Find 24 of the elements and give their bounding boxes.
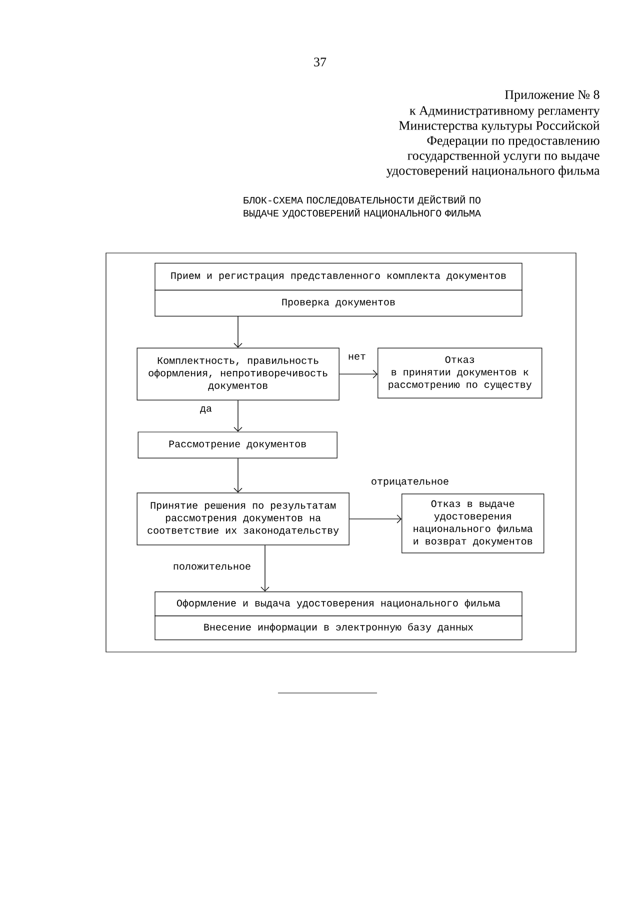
arrow [234, 316, 242, 348]
edge-label: положительное [172, 563, 252, 571]
process-box: Внесение информации в электронную базу данных [154, 616, 522, 640]
diagram-title: БЛОК-СХЕМА ПОСЛЕДОВАТЕЛЬНОСТИ ДЕЙСТВИЙ ПО ВЫДАЧЕ УДОСТОВЕРЕНИЙ НАЦИОНАЛЬНОГО ФИЛЬМА [244, 195, 481, 219]
arrow [234, 458, 242, 493]
process-box: Прием и регистрация представленного комплекта документов [154, 262, 522, 290]
page-number: 37 [314, 58, 326, 66]
edge-label: да [199, 405, 213, 415]
arrow [260, 544, 270, 592]
appendix-heading: Приложение № 8 [505, 90, 600, 102]
process-box: Отказ в выдаче удостоверения национального фильма и возврат документов [402, 494, 544, 554]
process-box: Отказ в принятии документов к рассмотрению по существу [378, 348, 542, 398]
process-box: Оформление и выдача удостоверения национального фильма [154, 592, 522, 616]
frame-box [106, 252, 576, 652]
appendix-note: к Административному регламенту Министерства культуры Российской Федерации по предоставлению государственной услуги по выдаче удостоверений национального фильма [386, 106, 600, 178]
process-box: Рассмотрение документов [138, 432, 338, 458]
process-box: Проверка документов [154, 290, 522, 316]
arrow [234, 400, 242, 432]
edge-label: нет [347, 353, 367, 361]
process-box: Принятие решения по результатам рассмотрения документов на соответствие их законодательству [136, 492, 350, 546]
arrow [339, 370, 378, 378]
edge-label: отрицательное [370, 478, 450, 488]
arrow [349, 514, 402, 524]
process-box: Комплектность, правильность оформления, непротиворечивость документов [136, 348, 340, 400]
